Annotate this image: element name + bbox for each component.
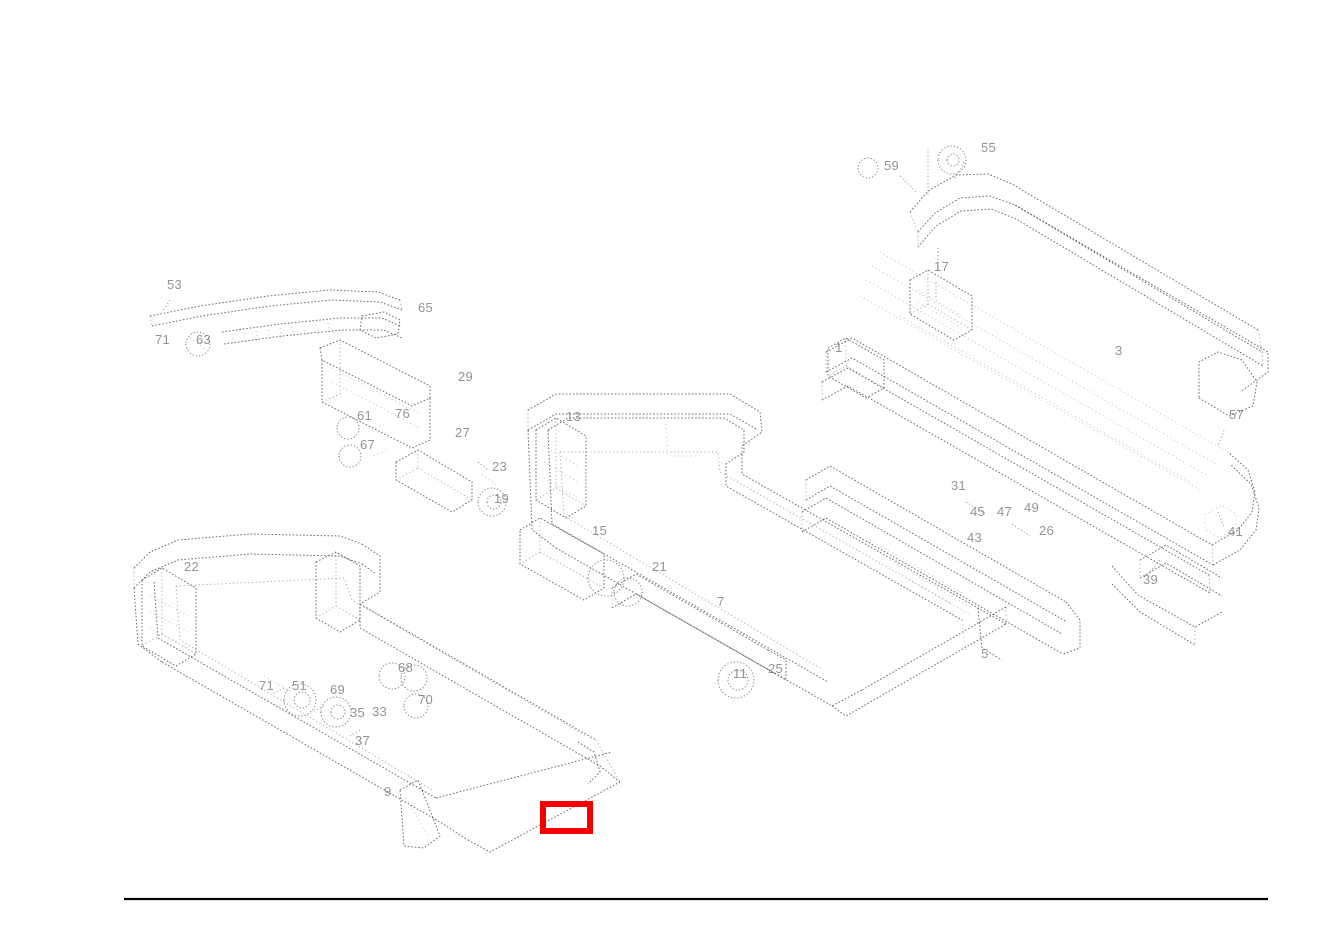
callout-number: 51 [292,678,307,693]
callout-number: 26 [1039,523,1054,538]
callout-number: 68 [398,660,413,675]
callout-number: 37 [355,733,370,748]
callout-number: 3 [1115,343,1123,358]
callout-number: 71 [155,332,170,347]
callout-number: 76 [395,406,410,421]
callout-number: 49 [1024,500,1039,515]
callout-number: 27 [455,425,470,440]
assembly-center-l-frame [519,393,1007,717]
callout-number: 39 [1143,572,1158,587]
callout-number: 23 [492,459,507,474]
callout-number: 22 [184,559,199,574]
callout-number: 11 [733,666,747,681]
callout-number: 35 [350,705,365,720]
parts-cluster-left-hardware [336,416,507,517]
callout-number: 21 [652,559,667,574]
callout-number: 9 [384,784,392,799]
callout-number: 70 [418,692,433,707]
callout-number: 17 [934,259,949,274]
callout-number: 61 [357,408,372,423]
callout-number: 25 [768,661,783,676]
callout-number: 45 [970,504,985,519]
callout-number: 53 [167,277,182,292]
assembly-right-bench-frame [801,173,1269,655]
callout-number: 47 [997,504,1012,519]
callout-number: 5 [981,646,989,661]
callout-number: 19 [494,491,509,506]
fasteners-top-right [857,145,967,196]
red-highlight-box[interactable] [540,801,593,834]
callout-number: 59 [884,158,899,173]
callout-number: 15 [592,523,607,538]
callout-number: 13 [566,409,581,424]
callout-number: 69 [330,682,345,697]
callout-number: 67 [360,437,375,452]
callout-number: 63 [196,332,211,347]
callout-number: 33 [372,704,387,719]
callout-number: 43 [967,530,982,545]
callout-number: 71 [259,678,274,693]
callout-number: 31 [951,478,966,493]
assembly-upper-left-rail [149,289,431,449]
callout-number: 57 [1229,407,1244,422]
callout-number: 65 [418,300,433,315]
leader-lines-right [899,161,1225,573]
callout-number: 1 [835,340,843,355]
callout-number: 7 [717,594,725,609]
callout-number: 55 [981,140,996,155]
callout-number: 29 [458,369,473,384]
callout-number: 41 [1228,524,1243,539]
